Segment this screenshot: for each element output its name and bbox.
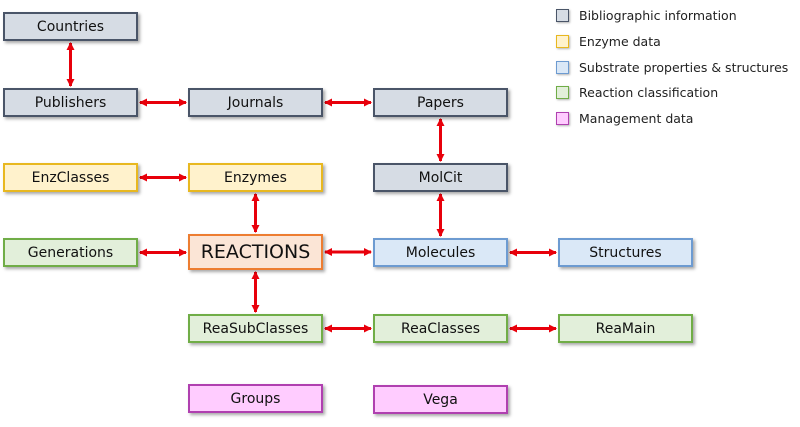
legend-swatch-icon <box>556 61 569 74</box>
legend-swatch-icon <box>556 86 569 99</box>
legend-label: Substrate properties & structures <box>579 60 789 75</box>
node-countries[interactable]: Countries <box>3 12 138 41</box>
legend-swatch-icon <box>556 35 569 48</box>
legend-label: Reaction classification <box>579 85 719 100</box>
node-molecules[interactable]: Molecules <box>373 238 508 267</box>
node-groups[interactable]: Groups <box>188 384 323 413</box>
node-reactions[interactable]: REACTIONS <box>188 234 323 270</box>
legend-item-reaction: Reaction classification <box>556 85 718 100</box>
node-generations[interactable]: Generations <box>3 238 138 267</box>
legend-item-manage: Management data <box>556 111 693 126</box>
legend-label: Management data <box>579 111 694 126</box>
node-structures[interactable]: Structures <box>558 238 693 267</box>
node-papers[interactable]: Papers <box>373 88 508 117</box>
legend-label: Bibliographic information <box>579 8 737 23</box>
node-enzymes[interactable]: Enzymes <box>188 163 323 192</box>
legend-item-enzyme: Enzyme data <box>556 34 661 49</box>
legend-swatch-icon <box>556 9 569 22</box>
legend-swatch-icon <box>556 112 569 125</box>
node-molcit[interactable]: MolCit <box>373 163 508 192</box>
node-reaclasses[interactable]: ReaClasses <box>373 314 508 343</box>
node-journals[interactable]: Journals <box>188 88 323 117</box>
node-publishers[interactable]: Publishers <box>3 88 138 117</box>
node-enzclasses[interactable]: EnzClasses <box>3 163 138 192</box>
legend-item-biblio: Bibliographic information <box>556 8 737 23</box>
legend-item-substrate: Substrate properties & structures <box>556 60 788 75</box>
node-reamain[interactable]: ReaMain <box>558 314 693 343</box>
node-vega[interactable]: Vega <box>373 385 508 414</box>
legend-label: Enzyme data <box>579 34 661 49</box>
node-reasubclasses[interactable]: ReaSubClasses <box>188 314 323 343</box>
